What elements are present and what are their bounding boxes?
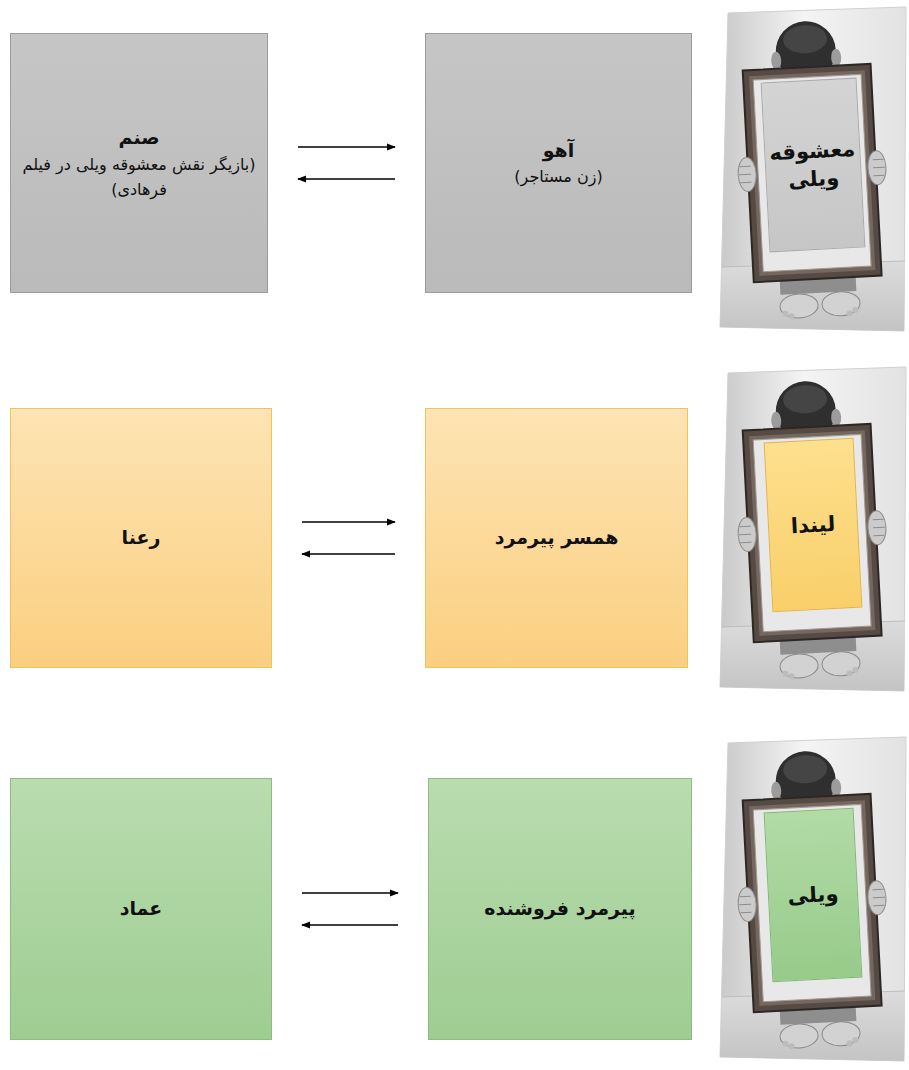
frame-panel: لیندا [764, 438, 863, 612]
frame-label: معشوقه ویلی [769, 134, 858, 195]
relation-arrow [298, 146, 395, 148]
character-name: پیرمرد فروشنده [484, 894, 635, 923]
relation-arrow [302, 924, 398, 926]
character-note: (زن مستاجر) [514, 165, 602, 190]
character-note: (بازیگر نقش معشوقه ویلی در فیلم فرهادی) [21, 153, 257, 203]
frame-label: لیندا [790, 510, 836, 541]
character-name: آهو [543, 136, 575, 165]
relation-arrow [302, 521, 395, 523]
frame-panel: ویلی [764, 808, 863, 982]
character-box: عماد [10, 778, 272, 1040]
character-name: صنم [119, 123, 160, 152]
character-name: رعنا [122, 523, 161, 552]
boy-photo [720, 7, 906, 331]
character-box: صنم(بازیگر نقش معشوقه ویلی در فیلم فرهاد… [10, 33, 268, 293]
character-box: همسر پیرمرد [425, 408, 688, 668]
frame-panel: معشوقه ویلی [761, 78, 866, 253]
boy-photo [720, 737, 906, 1061]
relation-arrow [298, 178, 395, 180]
character-name: عماد [120, 894, 163, 923]
character-name: همسر پیرمرد [495, 523, 619, 552]
relation-arrow [302, 553, 395, 555]
boy-photo [720, 367, 906, 691]
relation-arrow [302, 892, 398, 894]
character-box: پیرمرد فروشنده [428, 778, 692, 1040]
character-box: آهو(زن مستاجر) [425, 33, 692, 293]
character-box: رعنا [10, 408, 272, 668]
frame-label: ویلی [787, 880, 839, 911]
